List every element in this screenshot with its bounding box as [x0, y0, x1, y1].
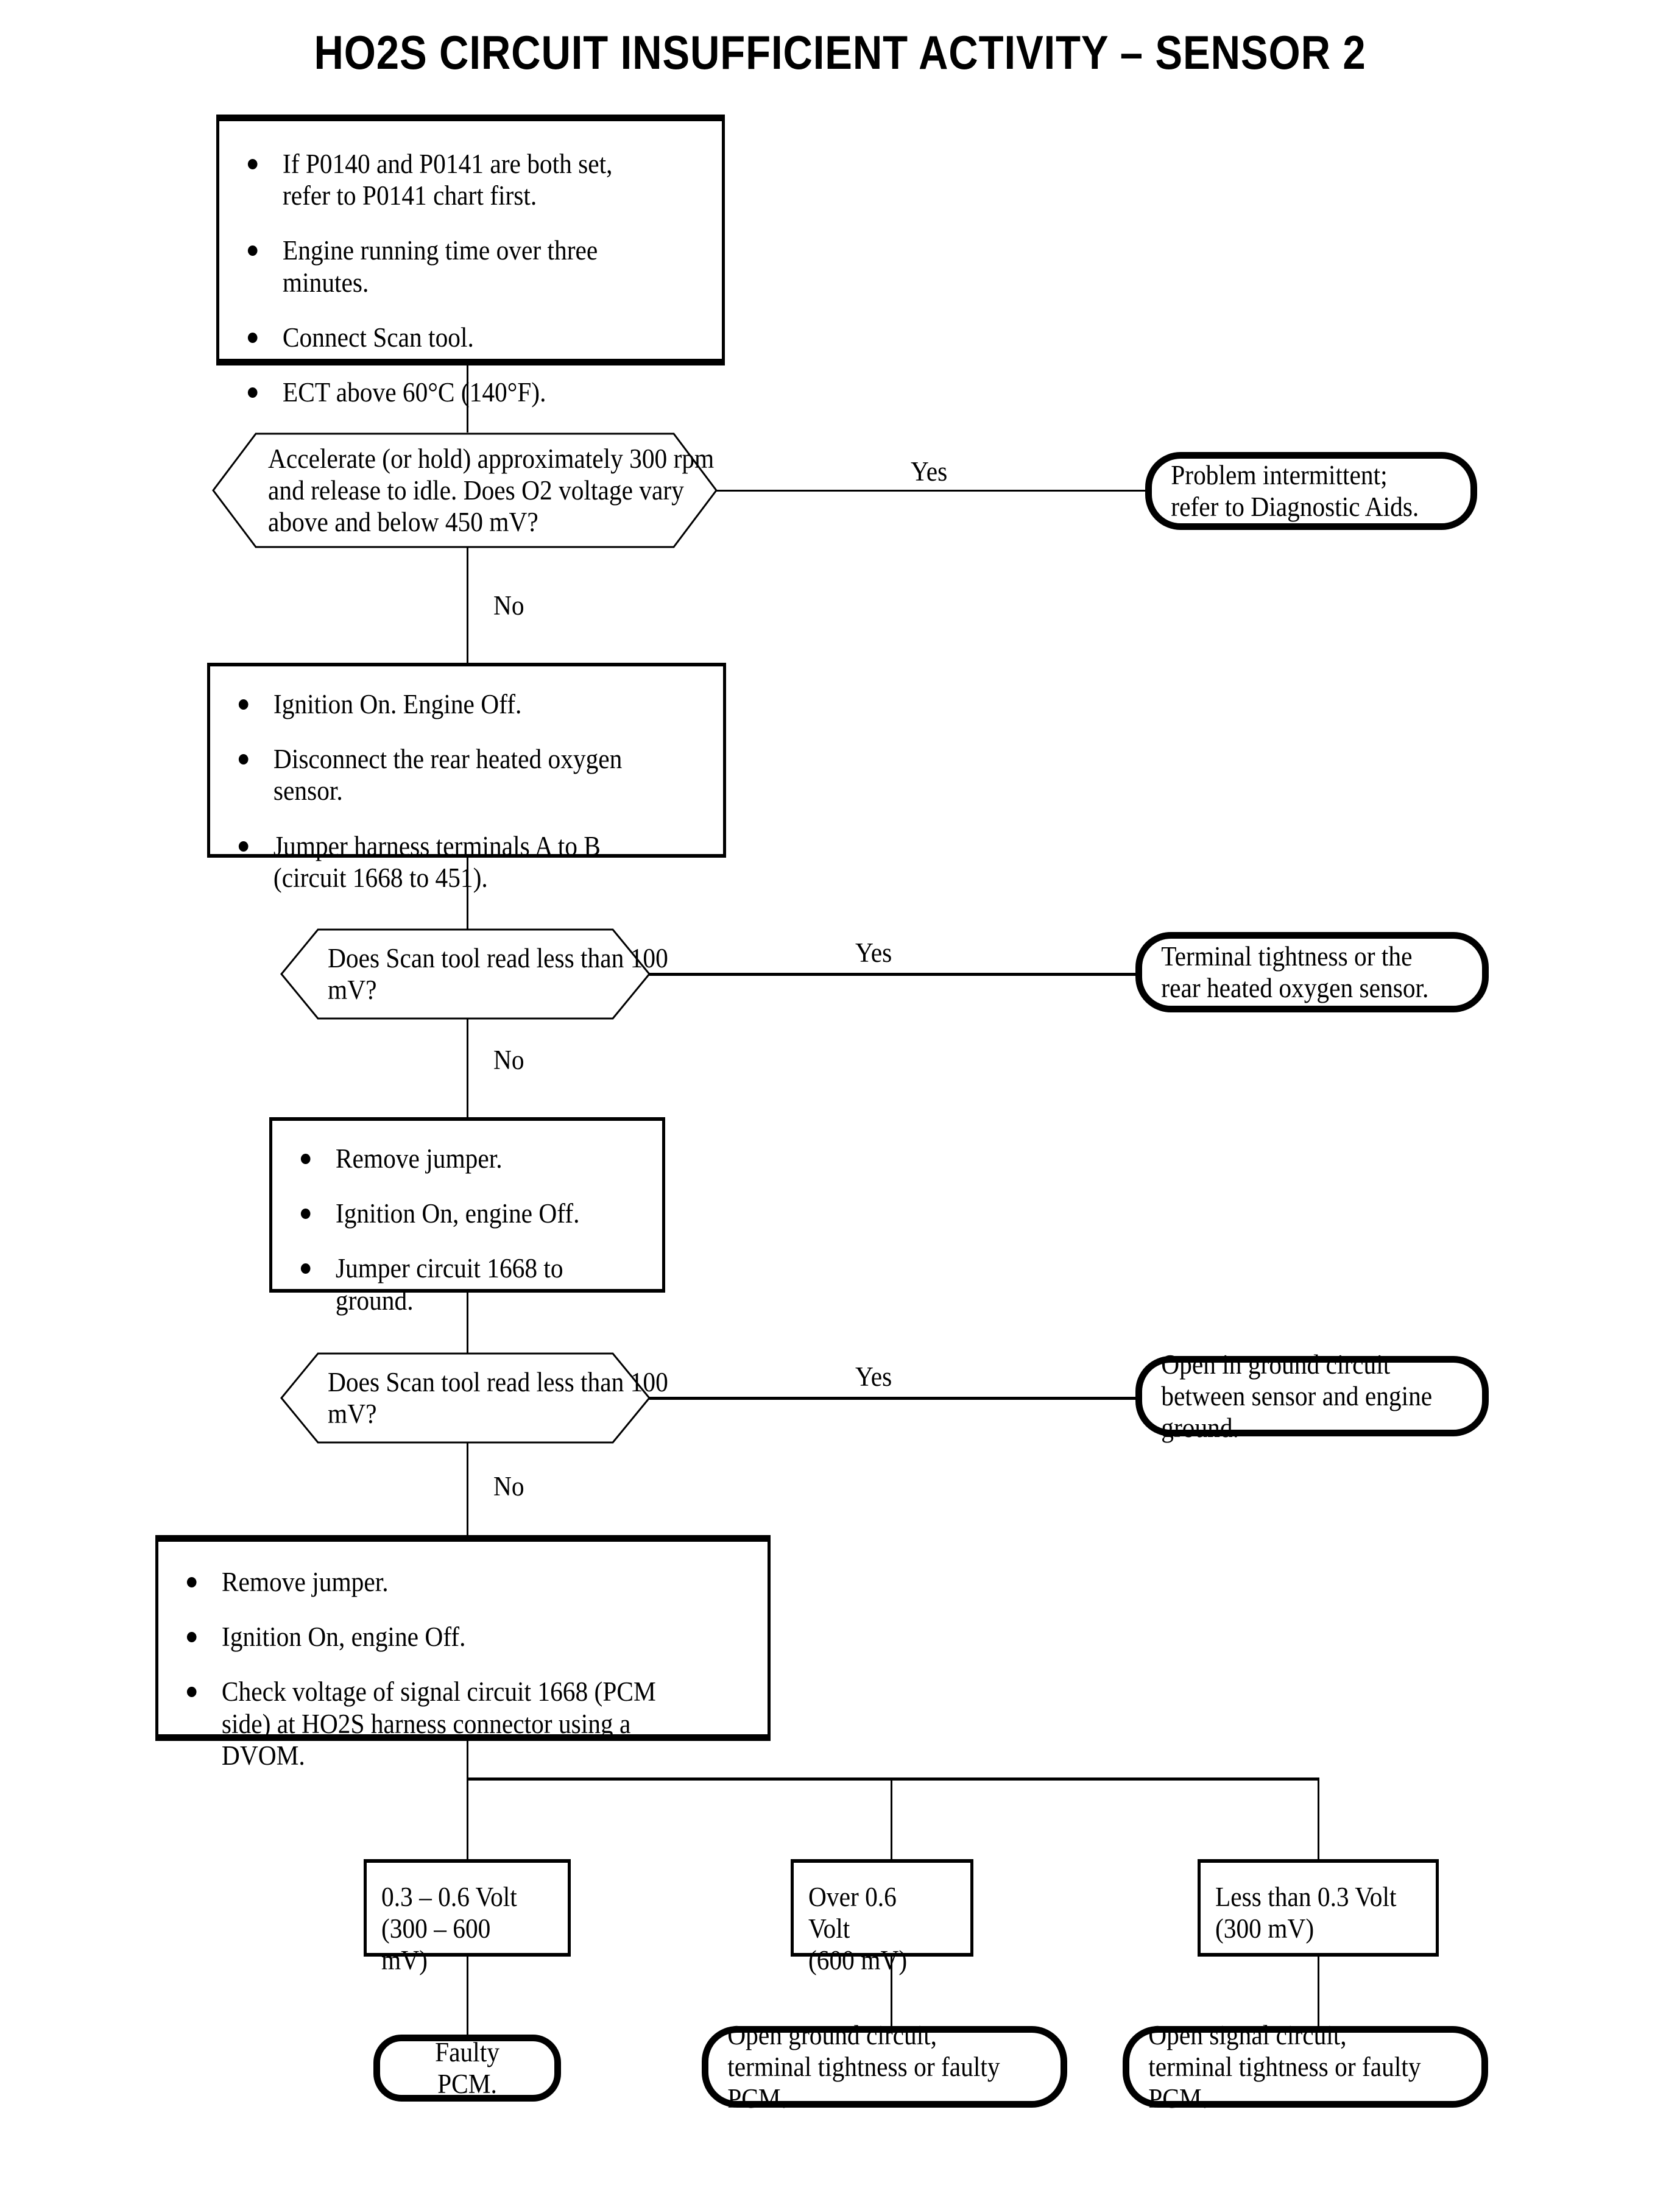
- node-result-open-signal-circuit: Open signal circuit, terminal tightness …: [1123, 2020, 1488, 2114]
- list-item: Disconnect the rear heated oxygen sensor…: [231, 743, 665, 807]
- edge-label-no-1: No: [493, 590, 524, 621]
- edge-label-yes-2: Yes: [855, 937, 892, 968]
- preconditions-list: If P0140 and P0141 are both set, refer t…: [240, 148, 701, 408]
- branch-low-line2: (300 mV): [1215, 1913, 1315, 1944]
- bullet-dot-icon: [238, 841, 249, 852]
- node-action-check-voltage: Remove jumper. Ignition On, engine Off. …: [155, 1535, 771, 1771]
- bullet-dot-icon: [247, 332, 258, 343]
- node-decision-2: Does Scan tool read less than 100 mV?: [280, 928, 668, 1020]
- bullet-dot-icon: [186, 1687, 197, 1698]
- node-preconditions: If P0140 and P0141 are both set, refer t…: [216, 115, 725, 408]
- bullet-dot-icon: [300, 1154, 311, 1164]
- edge-label-yes-3: Yes: [855, 1361, 892, 1392]
- connector-branch-mid-to-result: [467, 1957, 468, 2036]
- connector-three-way-bus: [467, 1778, 1319, 1781]
- list-item: Connect Scan tool.: [240, 322, 664, 353]
- node-branch-low: Less than 0.3 Volt (300 mV): [1198, 1859, 1439, 1957]
- connector-decision-2-no: [467, 1019, 468, 1120]
- list-item: Ignition On, engine Off.: [293, 1198, 613, 1229]
- node-result-open-ground: Open in ground circuit between sensor an…: [1135, 1349, 1489, 1443]
- decision-3-label: Does Scan tool read less than 100 mV?: [328, 1366, 668, 1429]
- connector-decision-2-yes: [649, 973, 1143, 976]
- node-action-jumper-ground: Remove jumper. Ignition On, engine Off. …: [269, 1117, 665, 1316]
- bullet-dot-icon: [300, 1263, 311, 1274]
- connector-preconditions-to-decision-1: [467, 365, 468, 432]
- result-terminal-tightness-label: Terminal tightness or the rear heated ox…: [1161, 941, 1429, 1003]
- connector-check-voltage-down: [467, 1741, 468, 1779]
- result-faulty-pcm-label: Faulty PCM.: [435, 2036, 499, 2099]
- connector-decision-3-yes: [649, 1397, 1143, 1400]
- list-item: If P0140 and P0141 are both set, refer t…: [240, 148, 664, 211]
- list-item-label: If P0140 and P0141 are both set, refer t…: [282, 149, 613, 211]
- connector-bus-to-branch-low: [1318, 1778, 1319, 1862]
- node-action-jumper-ab: Ignition On. Engine Off. Disconnect the …: [207, 663, 726, 893]
- connector-branch-high-to-result: [891, 1957, 892, 2031]
- node-branch-high: Over 0.6 Volt (600 mV): [791, 1859, 973, 1975]
- bullet-dot-icon: [247, 159, 258, 169]
- branch-low-line1: Less than 0.3 Volt: [1215, 1882, 1397, 1912]
- connector-bus-to-branch-mid: [467, 1778, 468, 1862]
- list-item: ECT above 60°C (140°F).: [240, 376, 664, 408]
- action-check-voltage-list: Remove jumper. Ignition On, engine Off. …: [179, 1566, 747, 1771]
- edge-label-yes-1: Yes: [911, 456, 948, 487]
- result-open-ground-label: Open in ground circuit between sensor an…: [1161, 1349, 1433, 1444]
- branch-high-line2: (600 mV): [808, 1945, 908, 1976]
- action-jumper-ab-list: Ignition On. Engine Off. Disconnect the …: [231, 688, 702, 894]
- list-item-label: ECT above 60°C (140°F).: [282, 376, 546, 408]
- bullet-dot-icon: [247, 245, 258, 256]
- result-open-ground-circuit-label: Open ground circuit, terminal tightness …: [727, 2019, 1000, 2114]
- connector-branch-low-to-result: [1318, 1957, 1319, 2031]
- connector-decision-1-no: [467, 547, 468, 664]
- bullet-dot-icon: [238, 754, 249, 765]
- edge-label-no-2: No: [493, 1045, 524, 1075]
- node-result-open-ground-circuit: Open ground circuit, terminal tightness …: [702, 2020, 1067, 2114]
- connector-bus-to-branch-high: [891, 1778, 892, 1862]
- list-item-label: Disconnect the rear heated oxygen sensor…: [273, 744, 623, 807]
- list-item-label: Ignition On, engine Off.: [335, 1198, 580, 1229]
- page-title: HO2S CIRCUIT INSUFFICIENT ACTIVITY – SEN…: [314, 26, 1366, 79]
- bullet-dot-icon: [247, 387, 258, 398]
- list-item-label: Check voltage of signal circuit 1668 (PC…: [221, 1676, 656, 1771]
- list-item: Remove jumper.: [179, 1566, 701, 1598]
- list-item: Remove jumper.: [293, 1143, 613, 1174]
- list-item-label: Connect Scan tool.: [282, 322, 474, 353]
- connector-jumper-ground-to-decision-3: [467, 1293, 468, 1354]
- connector-decision-1-yes: [716, 490, 1149, 492]
- bullet-dot-icon: [186, 1632, 197, 1643]
- node-branch-mid: 0.3 – 0.6 Volt (300 – 600 mV): [364, 1859, 571, 1975]
- list-item-label: Engine running time over three minutes.: [282, 235, 598, 298]
- list-item-label: Remove jumper.: [221, 1567, 389, 1597]
- bullet-dot-icon: [300, 1209, 311, 1220]
- list-item-label: Jumper circuit 1668 to ground.: [335, 1253, 563, 1316]
- list-item-label: Ignition On. Engine Off.: [273, 689, 522, 719]
- list-item: Jumper harness terminals A to B (circuit…: [231, 830, 665, 894]
- node-result-faulty-pcm: Faulty PCM.: [373, 2035, 561, 2102]
- decision-2-label: Does Scan tool read less than 100 mV?: [328, 942, 668, 1005]
- list-item: Check voltage of signal circuit 1668 (PC…: [179, 1676, 701, 1771]
- list-item: Ignition On. Engine Off.: [231, 688, 665, 720]
- bullet-dot-icon: [238, 699, 249, 710]
- list-item: Engine running time over three minutes.: [240, 235, 664, 298]
- list-item: Ignition On, engine Off.: [179, 1621, 701, 1653]
- result-open-signal-circuit-label: Open signal circuit, terminal tightness …: [1148, 2019, 1421, 2114]
- list-item-label: Ignition On, engine Off.: [221, 1622, 466, 1653]
- node-decision-1: Accelerate (or hold) approximately 300 r…: [212, 432, 718, 548]
- list-item: Jumper circuit 1668 to ground.: [293, 1252, 613, 1316]
- bullet-dot-icon: [186, 1577, 197, 1587]
- result-intermittent-label: Problem intermittent; refer to Diagnosti…: [1171, 459, 1419, 522]
- list-item-label: Remove jumper.: [335, 1143, 503, 1174]
- node-decision-3: Does Scan tool read less than 100 mV?: [280, 1352, 668, 1444]
- node-result-intermittent: Problem intermittent; refer to Diagnosti…: [1145, 452, 1477, 530]
- branch-high-line1: Over 0.6 Volt: [808, 1882, 897, 1944]
- branch-mid-line2: (300 – 600 mV): [381, 1913, 491, 1976]
- decision-1-label: Accelerate (or hold) approximately 300 r…: [268, 443, 715, 538]
- action-jumper-ground-list: Remove jumper. Ignition On, engine Off. …: [293, 1143, 641, 1316]
- connector-jumper-ab-to-decision-2: [467, 858, 468, 930]
- edge-label-no-3: No: [493, 1471, 524, 1502]
- connector-decision-3-no: [467, 1442, 468, 1535]
- node-result-terminal-tightness: Terminal tightness or the rear heated ox…: [1135, 932, 1489, 1012]
- branch-mid-line1: 0.3 – 0.6 Volt: [381, 1882, 517, 1912]
- list-item-label: Jumper harness terminals A to B (circuit…: [273, 830, 601, 893]
